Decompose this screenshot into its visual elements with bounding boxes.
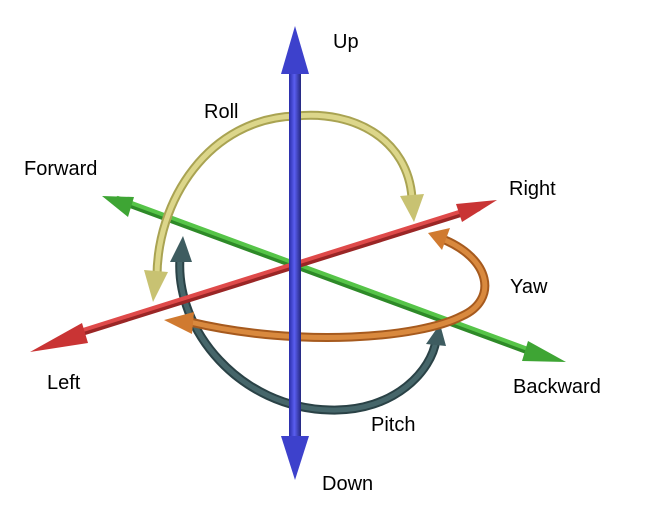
yaw-arrowhead-left — [164, 312, 194, 334]
forward-backward-axis — [102, 196, 566, 362]
backward-arrowhead — [522, 341, 566, 362]
left-right-axis — [30, 200, 497, 352]
up-arrowhead — [281, 26, 309, 74]
roll-arrowhead-right — [400, 194, 424, 222]
backward-label: Backward — [513, 376, 601, 398]
yaw-arc — [164, 228, 490, 342]
left-arrowhead — [30, 323, 88, 352]
roll-label: Roll — [204, 101, 239, 123]
right-label: Right — [509, 178, 556, 200]
up-down-axis — [281, 26, 309, 480]
yaw-label: Yaw — [510, 276, 548, 298]
yaw-arrowhead-top — [428, 228, 450, 250]
down-arrowhead — [281, 436, 309, 480]
roll-arrowhead-left — [144, 270, 168, 302]
forward-label: Forward — [24, 158, 98, 180]
right-arrowhead — [456, 200, 497, 222]
pitch-arrowhead-left — [170, 236, 192, 262]
roll-arc — [144, 110, 424, 302]
pitch-arrowhead-right — [426, 324, 446, 346]
up-label: Up — [333, 31, 359, 53]
left-label: Left — [47, 372, 81, 394]
down-label: Down — [322, 473, 374, 495]
forward-arrowhead — [102, 196, 134, 217]
pitch-label: Pitch — [371, 414, 416, 436]
